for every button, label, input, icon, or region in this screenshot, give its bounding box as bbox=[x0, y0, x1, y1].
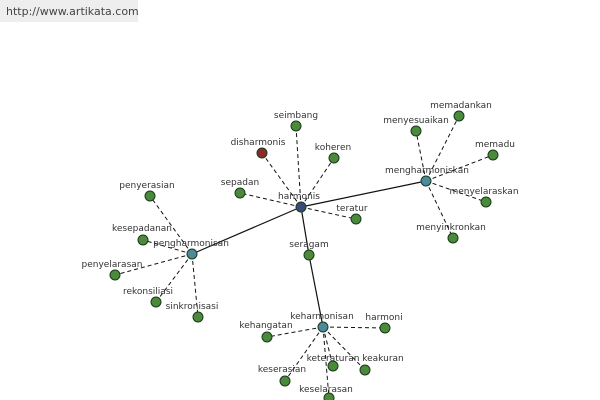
node-koheren[interactable] bbox=[328, 152, 340, 164]
label-harmoni[interactable]: harmoni bbox=[365, 313, 402, 323]
node-menyinkronkan[interactable] bbox=[447, 232, 459, 244]
node-kesepadanan[interactable] bbox=[137, 234, 149, 246]
label-koheren[interactable]: koheren bbox=[315, 143, 351, 153]
node-keselarasan[interactable] bbox=[323, 392, 335, 400]
node-pengharmonisan[interactable] bbox=[186, 248, 198, 260]
label-rekonsiliasi[interactable]: rekonsiliasi bbox=[123, 287, 173, 297]
label-sinkronisasi[interactable]: sinkronisasi bbox=[166, 302, 219, 312]
node-rekonsiliasi[interactable] bbox=[150, 296, 162, 308]
label-keakuran[interactable]: keakuran bbox=[362, 354, 404, 364]
edge-harmonis-koheren bbox=[300, 157, 335, 208]
node-keteraturan[interactable] bbox=[327, 360, 339, 372]
edge-pengharmonisan-penyerasian bbox=[149, 195, 193, 255]
node-menyesuaikan[interactable] bbox=[410, 125, 422, 137]
edge-pengharmonisan-sinkronisasi bbox=[191, 253, 199, 318]
label-seimbang[interactable]: seimbang bbox=[274, 111, 318, 121]
node-sinkronisasi[interactable] bbox=[192, 311, 204, 323]
nodes-layer bbox=[109, 110, 499, 400]
edge-harmonis-mengharmoniskan bbox=[300, 180, 427, 208]
node-menyelaraskan[interactable] bbox=[480, 196, 492, 208]
node-keserasian[interactable] bbox=[279, 375, 291, 387]
node-seimbang[interactable] bbox=[290, 120, 302, 132]
label-menyelaraskan[interactable]: menyelaraskan bbox=[449, 187, 518, 197]
label-menyesuaikan[interactable]: menyesuaikan bbox=[383, 116, 449, 126]
label-teratur[interactable]: teratur bbox=[336, 204, 368, 214]
node-sepadan[interactable] bbox=[234, 187, 246, 199]
edge-harmonis-pengharmonisan bbox=[191, 206, 302, 255]
node-memadu[interactable] bbox=[487, 149, 499, 161]
node-keharmonisan[interactable] bbox=[317, 321, 329, 333]
edge-keharmonisan-keakuran bbox=[322, 326, 366, 371]
node-kehangatan[interactable] bbox=[261, 331, 273, 343]
node-penyerasian[interactable] bbox=[144, 190, 156, 202]
edge-pengharmonisan-rekonsiliasi bbox=[155, 253, 193, 303]
edge-harmonis-seragam bbox=[300, 206, 310, 256]
label-penyelarasan[interactable]: penyelarasan bbox=[82, 260, 143, 270]
edge-mengharmoniskan-memadu bbox=[425, 154, 494, 182]
edge-keharmonisan-kehangatan bbox=[266, 326, 324, 338]
label-kehangatan[interactable]: kehangatan bbox=[239, 321, 292, 331]
node-seragam[interactable] bbox=[303, 249, 315, 261]
node-harmonis[interactable] bbox=[295, 201, 307, 213]
label-penyerasian[interactable]: penyerasian bbox=[119, 181, 174, 191]
label-sepadan[interactable]: sepadan bbox=[221, 178, 259, 188]
label-kesepadanan[interactable]: kesepadanan bbox=[112, 224, 172, 234]
edge-mengharmoniskan-menyelaraskan bbox=[425, 180, 487, 203]
source-url[interactable]: http://www.artikata.com bbox=[6, 5, 139, 18]
label-disharmonis[interactable]: disharmonis bbox=[231, 138, 286, 148]
edge-mengharmoniskan-menyinkronkan bbox=[425, 180, 454, 239]
label-memadankan[interactable]: memadankan bbox=[430, 101, 492, 111]
edge-harmonis-teratur bbox=[300, 206, 357, 220]
node-teratur[interactable] bbox=[350, 213, 362, 225]
edges-layer bbox=[114, 115, 494, 399]
label-harmonis[interactable]: harmonis bbox=[278, 192, 320, 202]
node-memadankan[interactable] bbox=[453, 110, 465, 122]
edge-mengharmoniskan-memadankan bbox=[425, 115, 460, 182]
label-keharmonisan[interactable]: keharmonisan bbox=[290, 312, 354, 322]
source-url-bar: http://www.artikata.com bbox=[0, 0, 139, 22]
edge-seragam-keharmonisan bbox=[308, 254, 324, 328]
node-mengharmoniskan[interactable] bbox=[420, 175, 432, 187]
edge-pengharmonisan-kesepadanan bbox=[142, 239, 193, 255]
node-disharmonis[interactable] bbox=[256, 147, 268, 159]
edge-harmonis-sepadan bbox=[239, 192, 302, 208]
label-seragam[interactable]: seragam bbox=[289, 240, 328, 250]
node-penyelarasan[interactable] bbox=[109, 269, 121, 281]
edge-keharmonisan-harmoni bbox=[322, 326, 386, 329]
label-keselarasan[interactable]: keselarasan bbox=[299, 385, 353, 395]
node-keakuran[interactable] bbox=[359, 364, 371, 376]
edge-mengharmoniskan-menyesuaikan bbox=[415, 130, 427, 182]
labels-layer: harmonis seimbang disharmonis koheren sepada… bbox=[82, 101, 519, 395]
node-harmoni[interactable] bbox=[379, 322, 391, 334]
label-mengharmoniskan[interactable]: mengharmoniskan bbox=[385, 166, 469, 176]
edge-keharmonisan-keselarasan bbox=[322, 326, 330, 399]
label-pengharmonisan[interactable]: pengharmonisan bbox=[153, 239, 229, 249]
label-keserasian[interactable]: keserasian bbox=[258, 365, 306, 375]
label-memadu[interactable]: memadu bbox=[475, 140, 515, 150]
label-menyinkronkan[interactable]: menyinkronkan bbox=[416, 223, 486, 233]
label-keteraturan[interactable]: keteraturan bbox=[307, 354, 360, 364]
edge-pengharmonisan-penyelarasan bbox=[114, 253, 193, 276]
